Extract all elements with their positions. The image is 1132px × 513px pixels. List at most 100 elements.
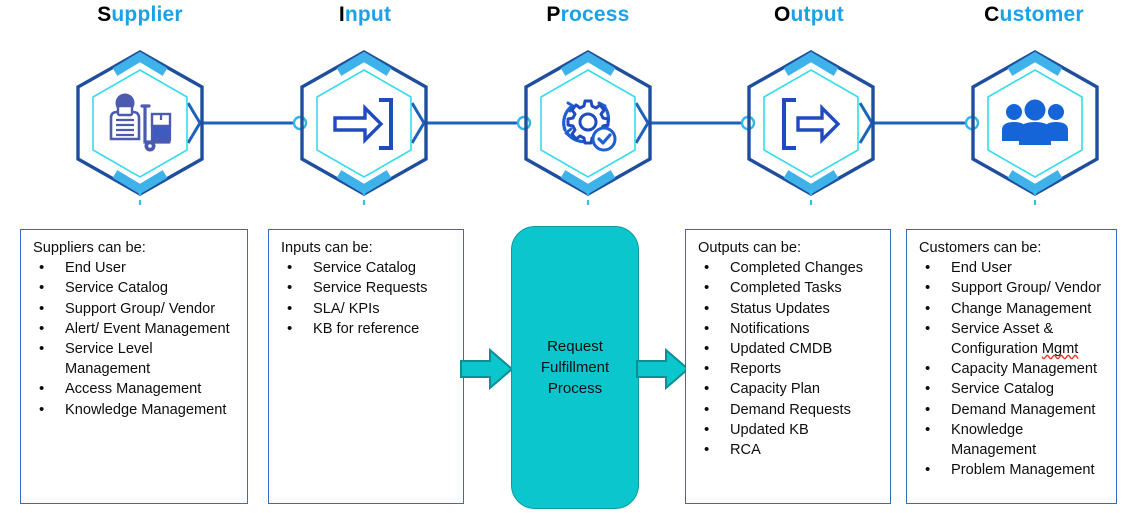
supplier-list: •End User •Service Catalog •Support Grou… xyxy=(31,258,241,420)
list-item: •End User xyxy=(31,258,241,278)
bullet-icon: • xyxy=(704,360,710,378)
list-item-label: Capacity Plan xyxy=(730,381,821,398)
bullet-icon: • xyxy=(925,461,931,479)
bullet-icon: • xyxy=(925,259,931,277)
list-item-label: KB for reference xyxy=(313,320,420,337)
customer-text-box: Customers can be: •End User •Support Gro… xyxy=(906,229,1117,504)
list-item: •Reports xyxy=(696,359,884,379)
list-item: • Updated KB xyxy=(696,420,884,440)
header-initial: S xyxy=(97,3,112,26)
list-item-label: Problem Management xyxy=(951,462,1095,479)
header-rest: nput xyxy=(344,3,392,26)
list-item-label: Updated CMDB xyxy=(730,341,833,358)
list-item-label: Completed Changes xyxy=(730,260,864,277)
list-item: • Service Requests xyxy=(279,278,457,298)
list-item: • RCA xyxy=(696,440,884,460)
bullet-icon: • xyxy=(704,380,710,398)
bullet-icon: • xyxy=(704,400,710,418)
list-item: •Alert/ Event Management xyxy=(31,319,241,339)
bullet-icon: • xyxy=(704,340,710,358)
customer-list: •End User •Support Group/ Vendor •Change… xyxy=(917,258,1110,480)
list-item: •Access Management xyxy=(31,379,241,399)
bullet-icon: • xyxy=(925,299,931,317)
list-item: •Service Catalog xyxy=(31,278,241,298)
list-item-label: Knowledge Management xyxy=(951,421,1037,459)
bullet-icon: • xyxy=(39,259,45,277)
arrow-process-to-output xyxy=(636,347,690,391)
bullet-icon: • xyxy=(704,420,710,438)
list-item: •Service Level Management xyxy=(31,339,241,379)
list-item: • Change Management xyxy=(917,299,1110,319)
process-shape: Request Fulfillment Process xyxy=(511,226,639,509)
list-item-label: SLA/ KPIs xyxy=(313,300,380,317)
list-item-label: Knowledge Management xyxy=(65,401,227,418)
column-header-process: Process xyxy=(498,3,678,27)
customer-lead: Customers can be: xyxy=(919,240,1042,256)
header-rest: ustomer xyxy=(999,3,1084,26)
bullet-icon: • xyxy=(925,400,931,418)
supplier-text-box: Suppliers can be: •End User •Service Cat… xyxy=(20,229,248,504)
output-list: •Completed Changes •Completed Tasks •Sta… xyxy=(696,258,884,460)
header-rest: rocess xyxy=(560,3,630,26)
bullet-icon: • xyxy=(39,299,45,317)
list-item: • Support Group/ Vendor xyxy=(31,299,241,319)
input-lead: Inputs can be: xyxy=(281,240,373,256)
list-item: •Completed Changes xyxy=(696,258,884,278)
list-item-label: Notifications xyxy=(730,320,810,337)
bullet-icon: • xyxy=(704,441,710,459)
bullet-icon: • xyxy=(287,279,293,297)
process-label: Request Fulfillment Process xyxy=(540,338,610,397)
bullet-icon: • xyxy=(925,360,931,378)
list-item-label: Service Requests xyxy=(313,280,428,297)
output-text-box: Outputs can be: •Completed Changes •Comp… xyxy=(685,229,891,504)
header-initial: O xyxy=(773,3,791,26)
list-item: • Capacity Plan xyxy=(696,379,884,399)
output-lead: Outputs can be: xyxy=(698,240,802,256)
list-item-label: Alert/ Event Management xyxy=(65,320,230,337)
bullet-icon: • xyxy=(925,319,931,337)
list-item-label: Access Management xyxy=(65,381,202,398)
list-item-label: Demand Requests xyxy=(730,401,851,418)
list-item: • Capacity Management xyxy=(917,359,1110,379)
list-item-label: Change Management xyxy=(951,300,1092,317)
list-item: •Service Catalog xyxy=(917,379,1110,399)
input-list: • Service Catalog • Service Requests • SLA/… xyxy=(279,258,457,339)
list-item-label: Service Catalog xyxy=(313,260,417,277)
list-item: •Notifications xyxy=(696,319,884,339)
list-item-label: Support Group/ Vendor xyxy=(65,300,216,317)
list-item: • Knowledge Management xyxy=(31,400,241,420)
list-item-label-spellchecked: Service Asset & Configuration Mgmt xyxy=(951,320,1079,358)
list-item-label: Service Catalog xyxy=(951,381,1055,398)
list-item: •End User xyxy=(917,258,1110,278)
column-header-supplier: Supplier xyxy=(50,3,230,27)
bullet-icon: • xyxy=(39,400,45,418)
list-item-label: Updated KB xyxy=(730,421,809,438)
column-header-customer: Customer xyxy=(944,3,1124,27)
list-item: • Updated CMDB xyxy=(696,339,884,359)
hex-badge-customer xyxy=(951,40,1119,208)
bullet-icon: • xyxy=(704,299,710,317)
input-text-box: Inputs can be: • Service Catalog • Service… xyxy=(268,229,464,504)
list-item-label: Status Updates xyxy=(730,300,830,317)
list-item: • Service Catalog xyxy=(279,258,457,278)
list-item: • Problem Management xyxy=(917,460,1110,480)
bullet-icon: • xyxy=(287,259,293,277)
list-item: •KB for reference xyxy=(279,319,457,339)
list-item: • Knowledge Management xyxy=(917,420,1110,460)
list-item-label: Capacity Management xyxy=(951,361,1098,378)
list-item-label: Service Catalog xyxy=(65,280,169,297)
header-rest: utput xyxy=(790,3,845,26)
header-initial: I xyxy=(338,3,345,26)
list-item: • Demand Management xyxy=(917,400,1110,420)
hex-badge-output xyxy=(727,40,895,208)
column-header-input: Input xyxy=(275,3,455,27)
list-item: • Status Updates xyxy=(696,299,884,319)
bullet-icon: • xyxy=(925,420,931,438)
arrow-input-to-process xyxy=(460,347,514,391)
list-item-label: Service Level Management xyxy=(65,341,153,378)
list-item-label: Demand Management xyxy=(951,401,1096,418)
list-item-label: RCA xyxy=(730,442,761,459)
bullet-icon: • xyxy=(287,299,293,317)
hex-badge-supplier xyxy=(56,40,224,208)
